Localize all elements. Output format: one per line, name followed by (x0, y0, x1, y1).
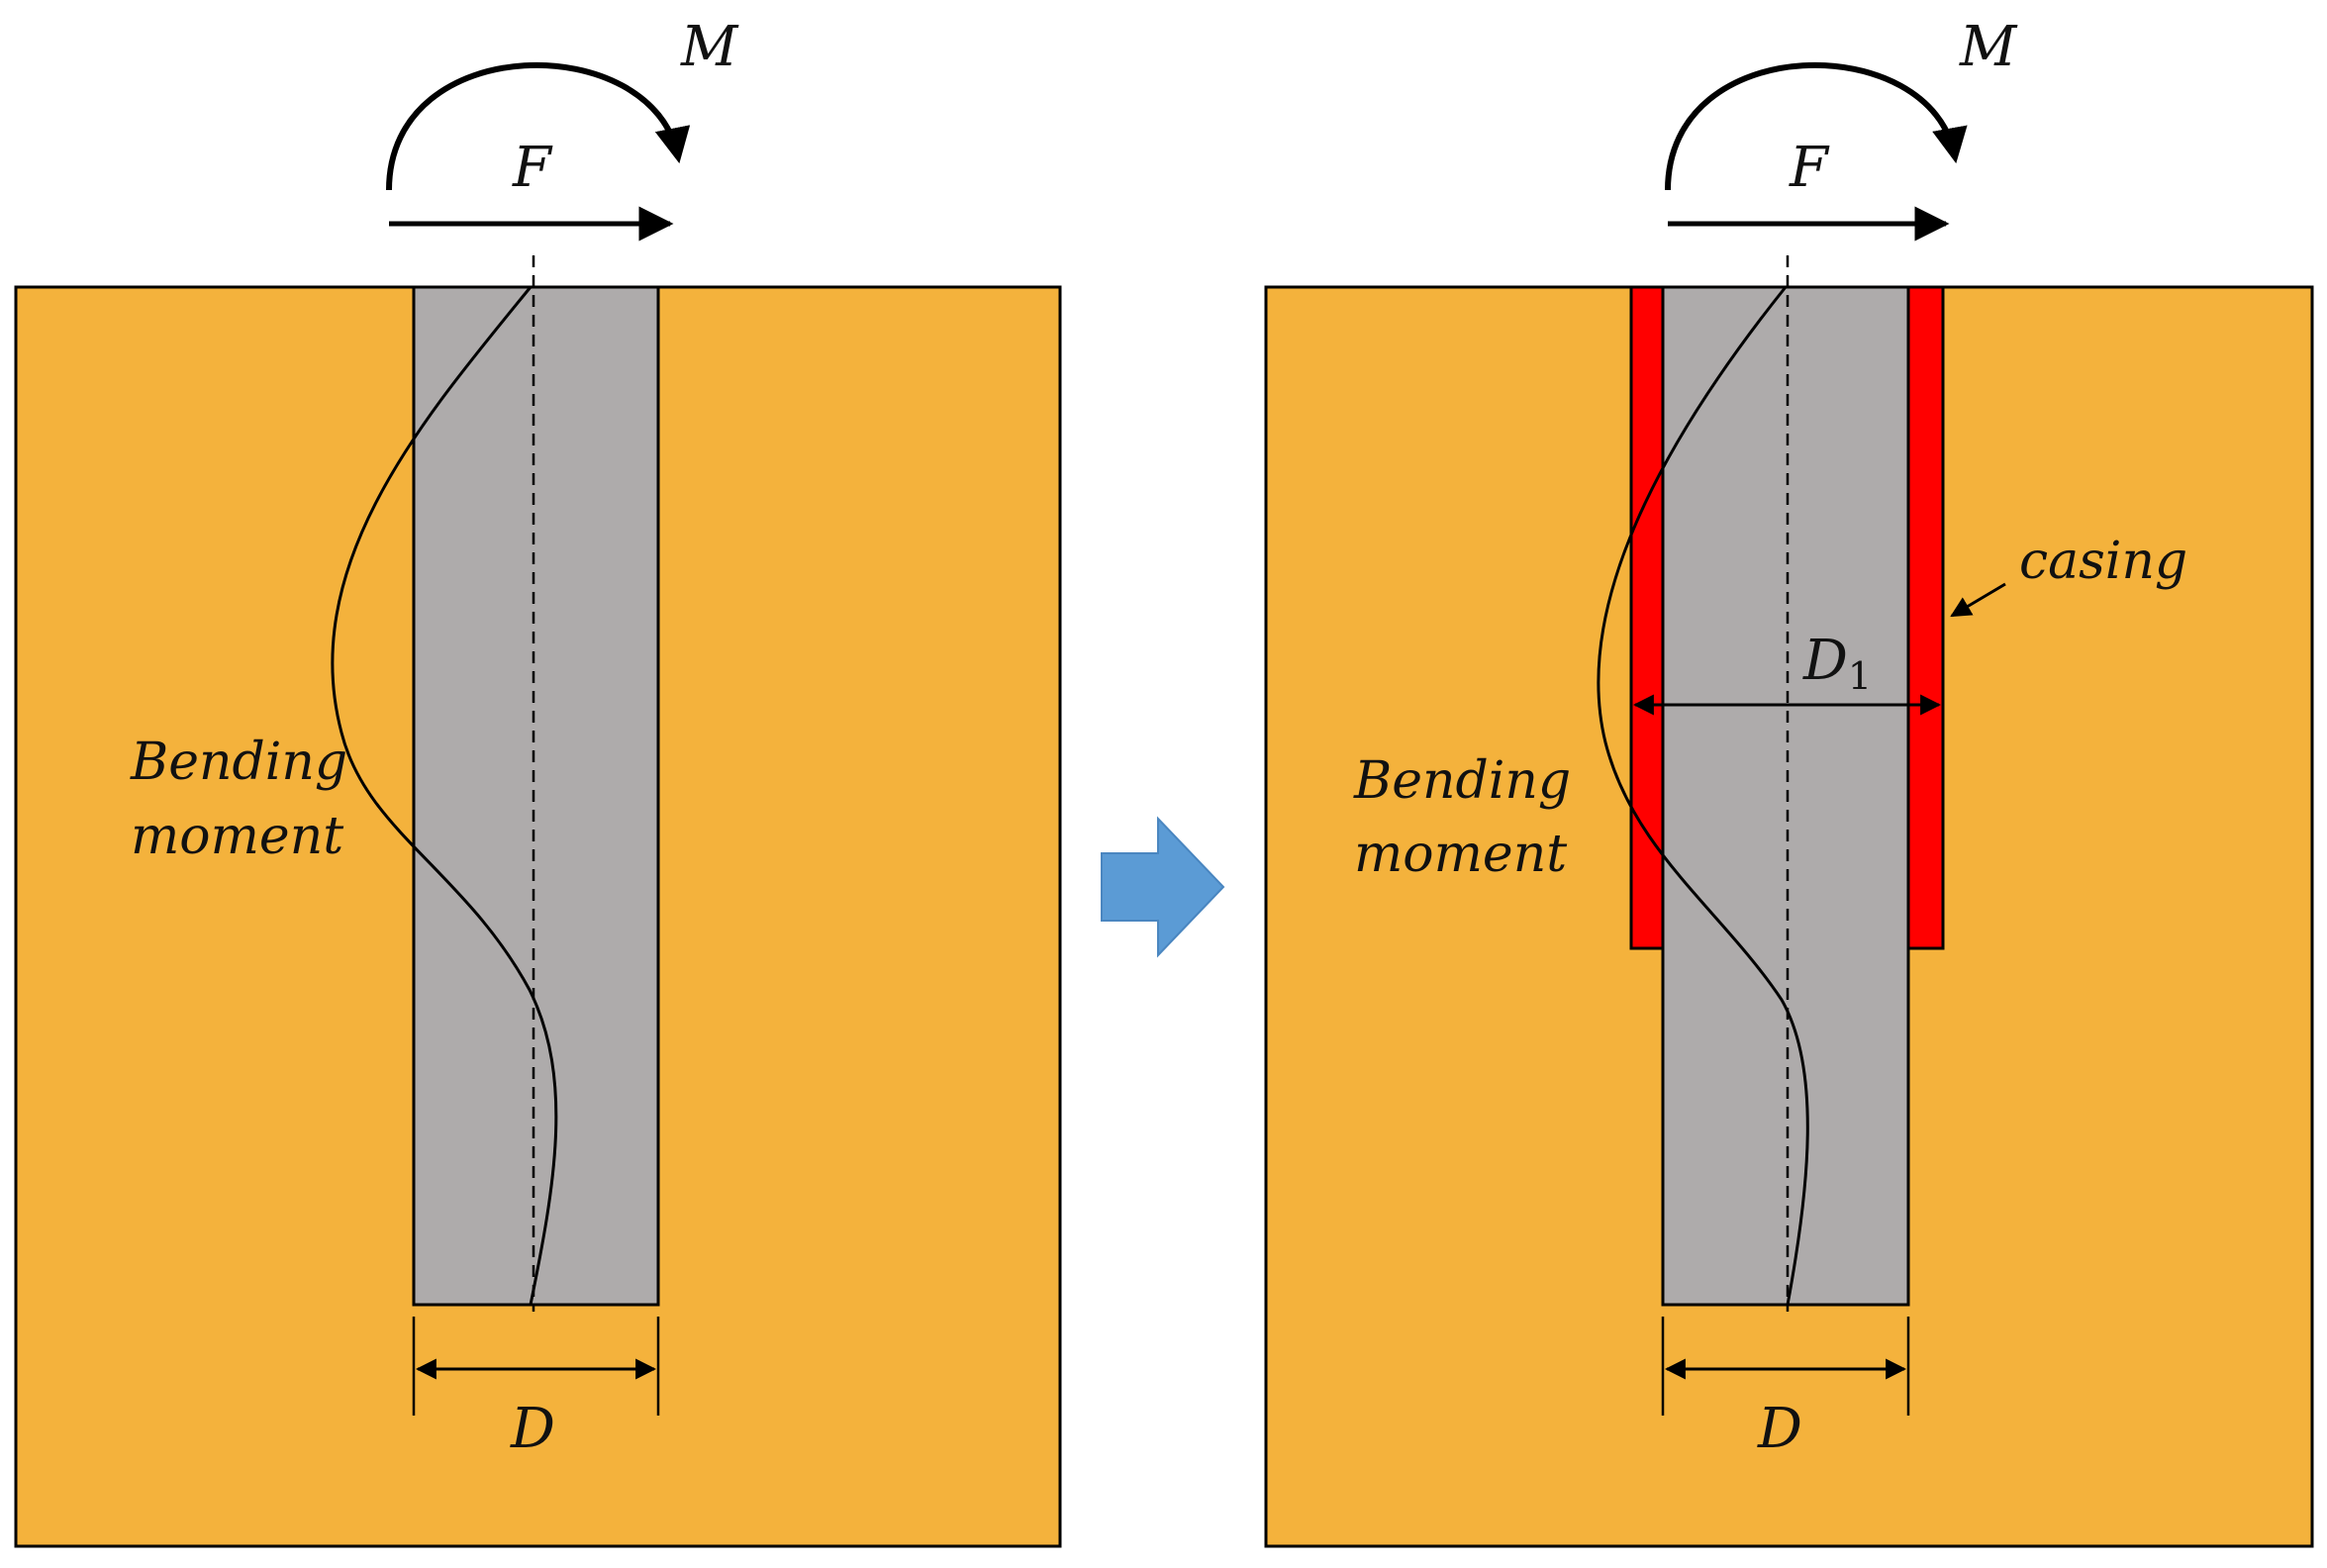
left-bending-label-line1: Bending (130, 733, 347, 792)
outer-diameter-letter: D (1802, 629, 1848, 693)
casing-leader-arrow (1950, 582, 2006, 618)
outer-diameter-subscript: 1 (1848, 654, 1872, 698)
right-pile (1661, 285, 1910, 1307)
transition-arrow (1101, 816, 1225, 958)
left-bending-moment-curve (331, 286, 558, 1306)
right-bending-label-line1: Bending (1353, 751, 1571, 811)
casing-left-wall (1629, 285, 1665, 950)
right-moment-label: M (1959, 15, 2018, 79)
left-moment-label: M (680, 15, 739, 79)
right-bending-moment-curve (1597, 286, 1809, 1306)
right-force-label: F (1789, 136, 1830, 200)
casing-label: casing (2019, 532, 2187, 591)
casing-right-wall (1906, 285, 1945, 950)
right-bending-label-line2: moment (1354, 825, 1567, 884)
right-moment-arc (1665, 61, 1968, 191)
right-panel: M F Bending moment casing D1 D (1264, 15, 2314, 1548)
left-bending-label-line2: moment (131, 807, 343, 866)
left-force-label: F (512, 136, 553, 200)
left-panel: M F Bending moment D (14, 15, 1062, 1548)
right-diameter-label: D (1757, 1397, 1802, 1461)
right-outer-diameter-label: D1 (1802, 629, 1872, 698)
left-diameter-label: D (510, 1397, 555, 1461)
left-moment-arc (386, 61, 691, 191)
left-pile (412, 285, 660, 1307)
